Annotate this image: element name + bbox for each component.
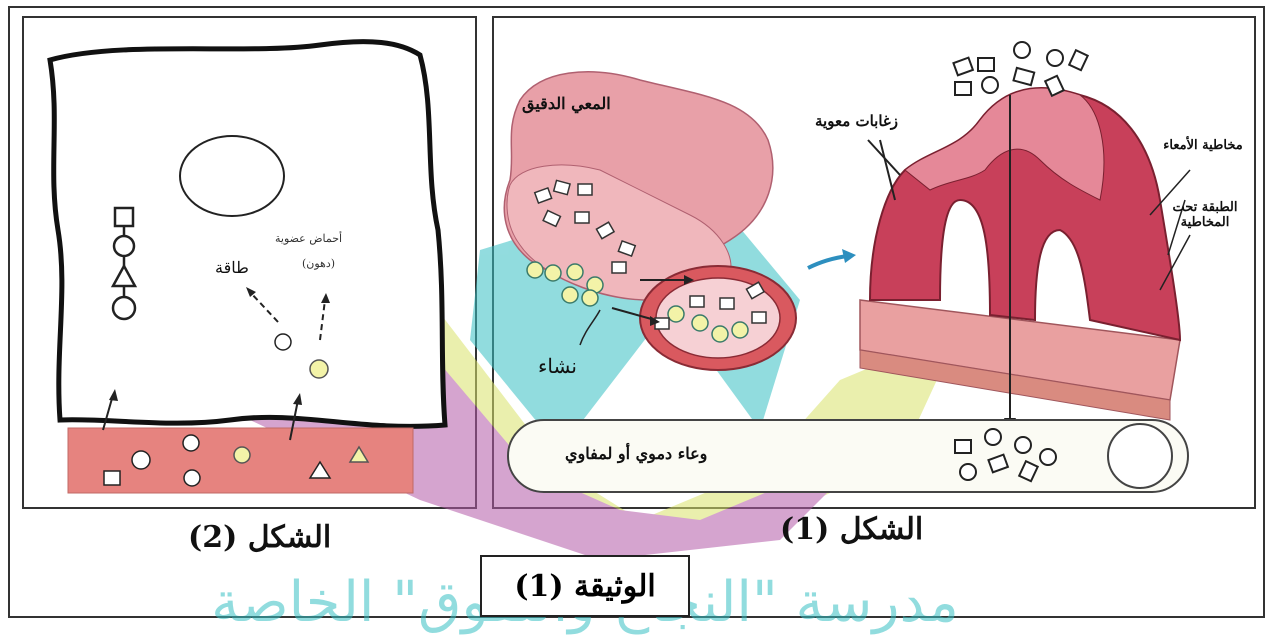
label-starch: نشاء	[538, 354, 577, 378]
figure2-caption: الشكل (2)	[188, 520, 331, 555]
label-villi: زغابات معوية	[815, 112, 898, 130]
label-submucosa: الطبقة تحت المخاطية	[1150, 200, 1260, 230]
figure1-caption: الشكل (1)	[780, 512, 923, 547]
document-caption: الوثيقة (1)	[480, 555, 690, 617]
label-mucosa: مخاطية الأمعاء	[1158, 138, 1248, 153]
label-vessel: وعاء دموي أو لمفاوي	[565, 444, 707, 463]
label-energy: طاقة	[215, 258, 249, 277]
label-organic-acids: أحماض عضوية	[275, 232, 342, 245]
label-small-intestine: المعي الدقيق	[522, 94, 611, 113]
cell	[50, 42, 445, 427]
label-fats: (دهون)	[302, 257, 335, 270]
document-caption-text: الوثيقة (1)	[514, 569, 655, 604]
villi-block	[860, 88, 1180, 420]
absorbed-molecules-top	[953, 42, 1087, 96]
